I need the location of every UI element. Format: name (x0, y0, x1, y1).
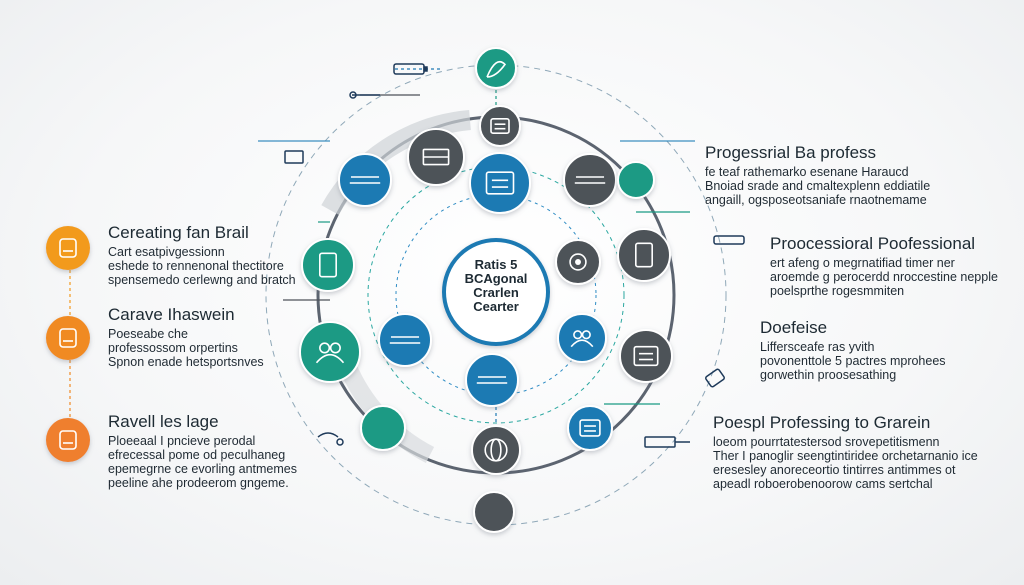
ruler-node[interactable] (301, 238, 355, 292)
people-node[interactable] (299, 321, 361, 383)
orange-monument-icon (46, 418, 90, 462)
center-line-1: Ratis 5 (474, 257, 518, 272)
left-block-2-title: Carave Ihaswein (108, 305, 235, 324)
bottom-label-node[interactable] (465, 353, 519, 407)
left-block-3-title: Ravell les lage (108, 412, 219, 431)
left-block-3-line-3: epemegrne ce evorling antmemes (108, 462, 297, 476)
left-block-3-line-4: peeline ahe prodeerom gngeme. (108, 476, 289, 490)
left-block-2: Carave Ihaswein Poeseabe che professosso… (108, 305, 264, 369)
book-node[interactable] (407, 128, 465, 186)
document-center-node[interactable] (469, 152, 531, 214)
left-block-2-line-1: Poeseabe che (108, 327, 188, 341)
right-block-3: Doefeise Liffersceafe ras yvith povonent… (760, 318, 946, 382)
orange-hand-icon (46, 226, 90, 270)
tablet-icon (635, 242, 653, 268)
right-teal-dot-node[interactable] (617, 161, 655, 199)
right-block-3-line-2: povonenttole 5 pactres mprohees (760, 354, 946, 368)
left-block-3-line-2: efrecessal pome od peculhaneg (108, 448, 286, 462)
gear-node[interactable] (555, 239, 601, 285)
top-leaf-node[interactable] (475, 47, 517, 89)
monitor-icon (490, 118, 510, 135)
right-block-1-line-1: fe teaf rathemarko esenane Haraucd (705, 165, 909, 179)
bottom-gray-node[interactable] (473, 491, 515, 533)
right-block-2-title: Proocessioral Poofessional (770, 234, 976, 253)
right-block-1-title: Progessrial Ba profess (705, 143, 877, 162)
people-icon (315, 342, 345, 364)
monument-icon (59, 430, 77, 450)
right-block-4-line-2: Ther I panoglir seengtintiridee orchetar… (713, 449, 978, 463)
tag-icon (644, 436, 690, 448)
calendar-icon (579, 419, 601, 437)
pencil-icon (713, 235, 745, 245)
right-block-4-line-1: loeom pourrtatestersod srovepetitismenn (713, 435, 940, 449)
right-block-4-line-4: apeadl roboerobenoorow cams sertchal (713, 477, 933, 491)
left-block-2-line-2: professossom orpertins (108, 341, 238, 355)
hands-icon (570, 330, 594, 348)
hands-node[interactable] (557, 313, 607, 363)
wrench-icon (705, 368, 725, 388)
right-block-1-line-3: angaill, ogsposeotsaniafe rnaotnemame (705, 193, 927, 207)
center-node[interactable] (442, 238, 550, 346)
ruler-icon (319, 252, 337, 278)
book-icon (422, 148, 450, 166)
stamp-icon (59, 328, 77, 348)
right-block-2-line-3: poelsprthe rogesmmiten (770, 284, 905, 298)
left-block-1-title: Cereating fan Brail (108, 223, 249, 242)
left-block-2-line-3: Spnon enade hetsportsnves (108, 355, 264, 369)
headphones-icon (317, 432, 344, 446)
globe-icon (484, 438, 508, 462)
text-label-icon (476, 376, 508, 384)
card-icon (284, 150, 304, 164)
pen-icon (349, 91, 380, 99)
right-block-2-line-1: ert afeng o megrnatifiad timer ner (770, 256, 955, 270)
orange-stamp-icon (46, 316, 90, 360)
left-block-1-line-2: eshede to rennenonal thectitore (108, 259, 284, 273)
text-label-icon (349, 176, 381, 184)
right-block-4-title: Poespl Professing to Grarein (713, 413, 931, 432)
inner-label-node[interactable] (378, 313, 432, 367)
center-line-4: Cearter (473, 299, 519, 314)
left-block-1: Cereating fan Brail Cart esatpivgessionn… (108, 223, 296, 287)
calendar-node[interactable] (567, 405, 613, 451)
right-block-2: Proocessioral Poofessional ert afeng o m… (770, 234, 998, 298)
small-decor-icons (284, 63, 745, 448)
tablet-node[interactable] (617, 228, 671, 282)
badge-node[interactable] (619, 329, 673, 383)
right-block-3-line-3: gorwethin proosesathing (760, 368, 897, 382)
left-block-1-line-3: spensemedo cerlewng and bratch (108, 273, 296, 287)
right-block-2-line-2: aroemde g perocerdd nroccestine nepple (770, 270, 998, 284)
right-block-1: Progessrial Ba profess fe teaf rathemark… (705, 143, 930, 207)
gear-icon (569, 253, 587, 271)
text-label-icon (389, 336, 421, 344)
center-line-2: BCAgonal (464, 271, 528, 286)
text-label-icon (574, 176, 606, 184)
right-block-4-line-3: eresesley anoreceortio tintirres antimme… (713, 463, 956, 477)
top-right-label-node[interactable] (563, 153, 617, 207)
center-line-3: Crarlen (473, 285, 519, 300)
globe-node[interactable] (471, 425, 521, 475)
leaf-icon (486, 61, 507, 78)
right-block-3-title: Doefeise (760, 318, 828, 337)
right-block-4: Poespl Professing to Grarein loeom pourr… (713, 413, 978, 491)
right-block-1-line-2: Bnoiad srade and cmaltexplenn eddiatile (705, 179, 931, 193)
left-block-3-line-1: Ploeeaal I pncieve perodal (108, 434, 256, 448)
monitor-node[interactable] (479, 105, 521, 147)
left-block-3: Ravell les lage Ploeeaal I pncieve perod… (108, 412, 297, 490)
battery-icon (393, 63, 428, 75)
badge-icon (633, 345, 659, 367)
top-left-label-node[interactable] (338, 153, 392, 207)
hand-icon (59, 238, 77, 258)
center-label: Ratis 5 BCAgonal Crarlen Cearter (446, 258, 546, 314)
document-icon (485, 171, 515, 195)
bottom-left-teal-node[interactable] (360, 405, 406, 451)
left-block-1-line-1: Cart esatpivgessionn (108, 245, 225, 259)
right-block-3-line-1: Liffersceafe ras yvith (760, 340, 875, 354)
